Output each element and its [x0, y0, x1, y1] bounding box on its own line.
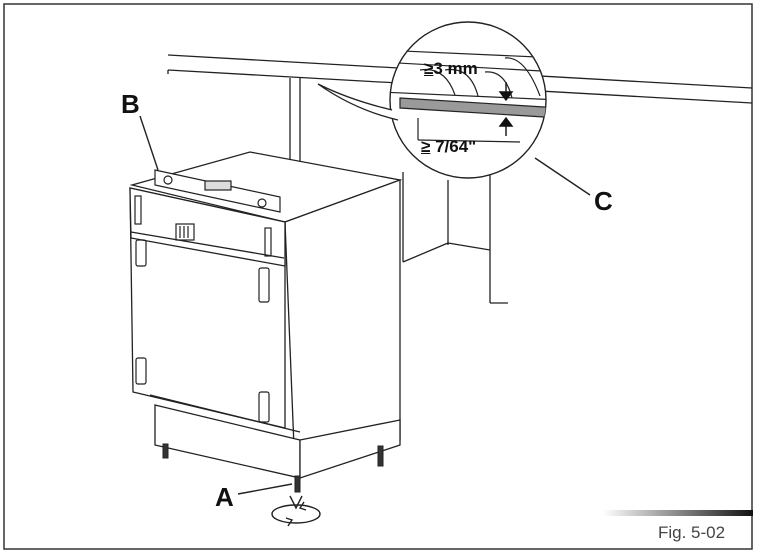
- gap-imperial-value: 7/64": [435, 137, 477, 156]
- greater-equal-symbol: ≥: [421, 137, 431, 156]
- gap-metric-value: 3 mm: [433, 59, 478, 78]
- door-details: [134, 195, 272, 423]
- gap-imperial-label: ≥ 7/64": [421, 138, 476, 155]
- callout-b: B: [121, 89, 140, 119]
- detail-magnifier: [317, 21, 547, 179]
- rotation-arrow-icon: [271, 495, 321, 527]
- figure-frame: [3, 3, 753, 550]
- callout-b-leader: [139, 115, 159, 171]
- figure-label: Fig. 5-02: [658, 523, 726, 542]
- callout-c: C: [594, 186, 613, 216]
- callout-c-leader: [534, 157, 591, 196]
- dishwasher: [129, 151, 403, 479]
- greater-equal-symbol: ≥: [424, 59, 434, 78]
- figure-label-bar: [603, 510, 753, 516]
- callout-a: A: [215, 482, 234, 512]
- magnifier-pointer: [317, 83, 399, 121]
- adjustable-feet: [162, 443, 384, 493]
- gap-arrows: [498, 82, 514, 136]
- callout-a-leader: [237, 483, 293, 495]
- gap-metric-label: ≥3 mm: [424, 60, 478, 77]
- spirit-level: [154, 169, 281, 213]
